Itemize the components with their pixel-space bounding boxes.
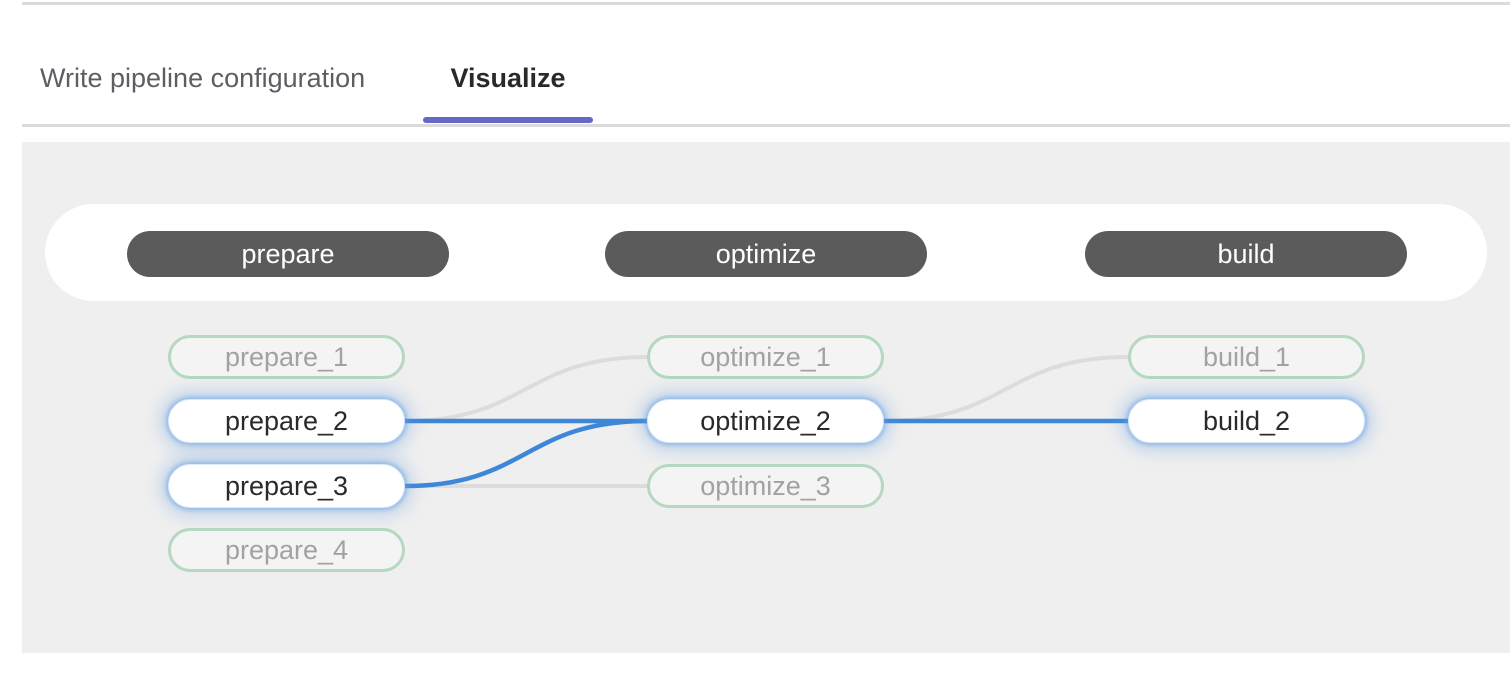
stage-pill-optimize: optimize <box>605 231 927 277</box>
tab-label: Visualize <box>450 62 566 93</box>
job-label: optimize_1 <box>700 341 831 372</box>
stage-label: build <box>1217 238 1275 269</box>
job-label: prepare_2 <box>224 405 349 436</box>
job-label: optimize_2 <box>700 405 831 436</box>
job-node-prepare_1[interactable]: prepare_1 <box>168 335 405 379</box>
job-label: prepare_4 <box>224 534 349 565</box>
job-label: build_1 <box>1202 341 1291 372</box>
pipeline-links-layer <box>402 355 1131 489</box>
stage-pill-prepare: prepare <box>127 231 449 277</box>
stage-pill-build: build <box>1085 231 1407 277</box>
job-label: prepare_1 <box>224 341 349 372</box>
job-label: prepare_3 <box>224 470 349 501</box>
job-label: optimize_3 <box>700 470 831 501</box>
job-node-optimize_2[interactable]: optimize_2 <box>647 399 884 443</box>
active-tab-underline <box>423 117 593 123</box>
tab-label: Write pipeline configuration <box>40 62 366 93</box>
job-node-build_1[interactable]: build_1 <box>1128 335 1365 379</box>
job-node-optimize_1[interactable]: optimize_1 <box>647 335 884 379</box>
job-node-optimize_3[interactable]: optimize_3 <box>647 464 884 508</box>
top-divider <box>22 2 1510 5</box>
job-node-prepare_2[interactable]: prepare_2 <box>168 399 405 443</box>
tabs-divider <box>22 124 1510 127</box>
link-prepare_2-optimize_1 <box>403 355 649 423</box>
pipeline-graph-canvas: prepare optimize build prepare_1 prepare… <box>22 142 1510 653</box>
stage-label: prepare <box>241 238 335 269</box>
tab-visualize[interactable]: Visualize <box>423 58 593 98</box>
job-node-prepare_4[interactable]: prepare_4 <box>168 528 405 572</box>
job-label: build_2 <box>1202 405 1291 436</box>
stage-label: optimize <box>715 238 817 269</box>
job-node-prepare_3[interactable]: prepare_3 <box>168 464 405 508</box>
job-node-build_2[interactable]: build_2 <box>1128 399 1365 443</box>
tab-write-pipeline-configuration[interactable]: Write pipeline configuration <box>16 58 389 98</box>
link-optimize_2-build_1 <box>883 355 1130 423</box>
link-prepare_3-optimize_2 <box>402 418 650 489</box>
